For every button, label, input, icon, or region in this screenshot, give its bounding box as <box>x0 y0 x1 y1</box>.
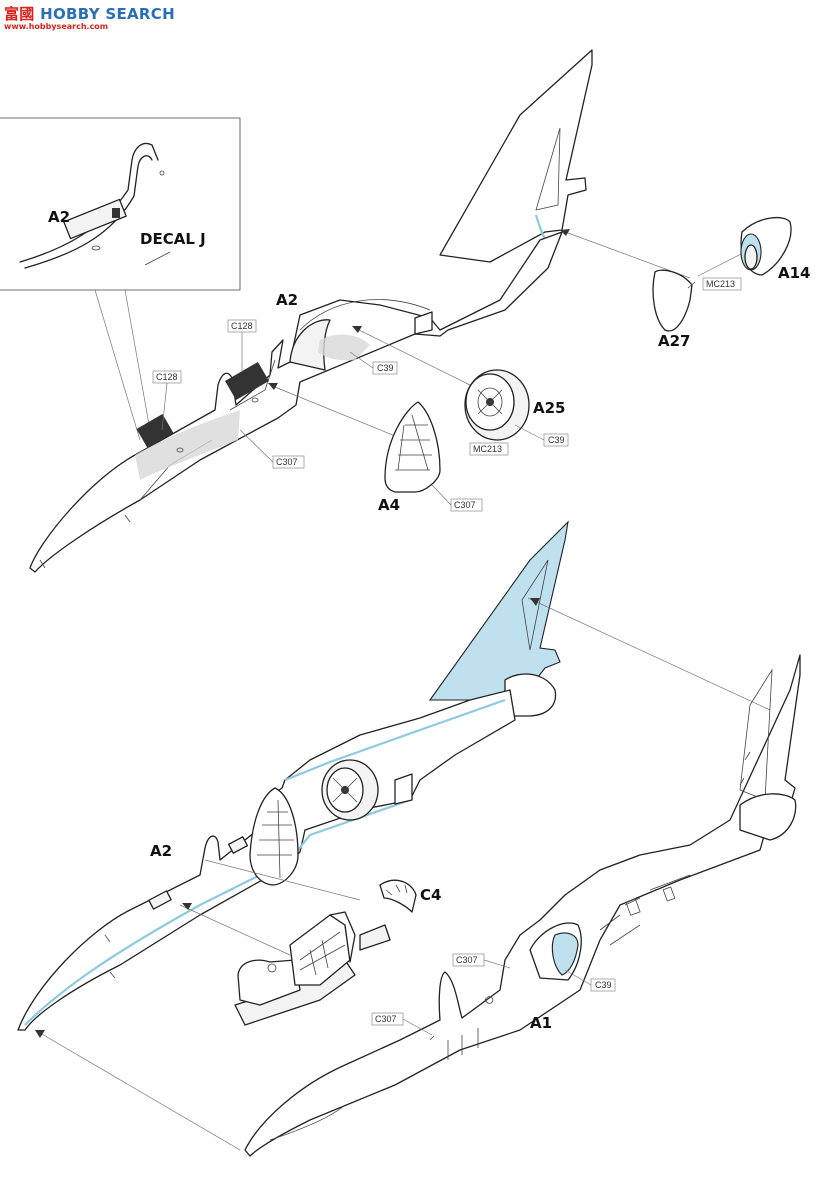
svg-text:C39: C39 <box>595 980 612 990</box>
label-a4: A4 <box>378 496 400 514</box>
part-c4-instrument-hood <box>379 879 417 913</box>
code-mc213-b: MC213 <box>702 277 742 291</box>
watermark-url: www.hobbysearch.com <box>4 22 109 31</box>
svg-text:MC213: MC213 <box>706 279 735 289</box>
label-a2-lower: A2 <box>150 842 172 860</box>
code-mc213-a: MC213 <box>469 442 509 456</box>
code-c128-b: C128 <box>152 370 182 384</box>
code-c307-c: C307 <box>452 953 485 967</box>
label-inset-a2: A2 <box>48 208 70 226</box>
code-c39-b: C39 <box>543 433 569 447</box>
part-a14-tail-cone <box>740 216 792 276</box>
detail-inset <box>0 117 241 441</box>
watermark-brand-en: HOBBY SEARCH <box>40 5 175 23</box>
label-a14: A14 <box>778 264 810 282</box>
label-a2-upper: A2 <box>276 291 298 309</box>
code-c128-a: C128 <box>227 319 257 333</box>
label-a25: A25 <box>533 399 565 417</box>
label-decal-j: DECAL J <box>140 230 206 248</box>
svg-text:C39: C39 <box>377 363 394 373</box>
svg-text:C39: C39 <box>548 435 565 445</box>
svg-text:C307: C307 <box>456 955 478 965</box>
fuselage-half-a1 <box>244 654 801 1157</box>
fuselage-half-a2-upper <box>29 49 593 573</box>
hobby-search-watermark: 富國 HOBBY SEARCH www.hobbysearch.com <box>4 3 175 31</box>
code-c307-d: C307 <box>371 1012 404 1026</box>
svg-text:C128: C128 <box>231 321 253 331</box>
svg-text:C307: C307 <box>276 457 298 467</box>
label-a27: A27 <box>658 332 690 350</box>
code-c307-b: C307 <box>450 498 483 512</box>
svg-text:MC213: MC213 <box>473 444 502 454</box>
code-c307-a: C307 <box>272 455 305 469</box>
part-a25-intake-fan <box>464 369 530 441</box>
svg-text:C128: C128 <box>156 372 178 382</box>
label-c4: C4 <box>420 886 441 904</box>
watermark-brand-cn: 富國 <box>4 5 35 23</box>
label-a1: A1 <box>530 1014 552 1032</box>
code-c39-c: C39 <box>590 978 616 992</box>
fuselage-half-a2-lower <box>17 520 569 1031</box>
svg-text:C307: C307 <box>375 1014 397 1024</box>
ejection-seat <box>234 911 391 1026</box>
part-a27-nose-cone <box>652 269 696 332</box>
svg-text:C307: C307 <box>454 500 476 510</box>
part-a4-cockpit-frame <box>384 401 441 493</box>
code-c39-a: C39 <box>372 361 398 375</box>
